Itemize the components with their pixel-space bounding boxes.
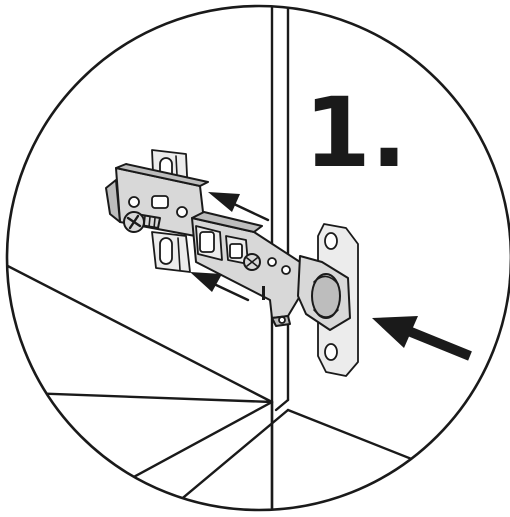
press-arrow-right-icon: [372, 316, 472, 361]
push-arrow-upper-icon: [208, 192, 270, 222]
push-arrow-lower-icon: [190, 272, 250, 302]
mounting-plate: [105, 149, 209, 273]
magnifier-circle: [5, 4, 510, 512]
step-number: 1.: [304, 77, 407, 189]
cabinet-shelf: [7, 260, 510, 510]
adjustment-screw: [123, 211, 161, 233]
hinge-arm: [191, 211, 301, 327]
hinge-cup-plate: [297, 223, 359, 377]
